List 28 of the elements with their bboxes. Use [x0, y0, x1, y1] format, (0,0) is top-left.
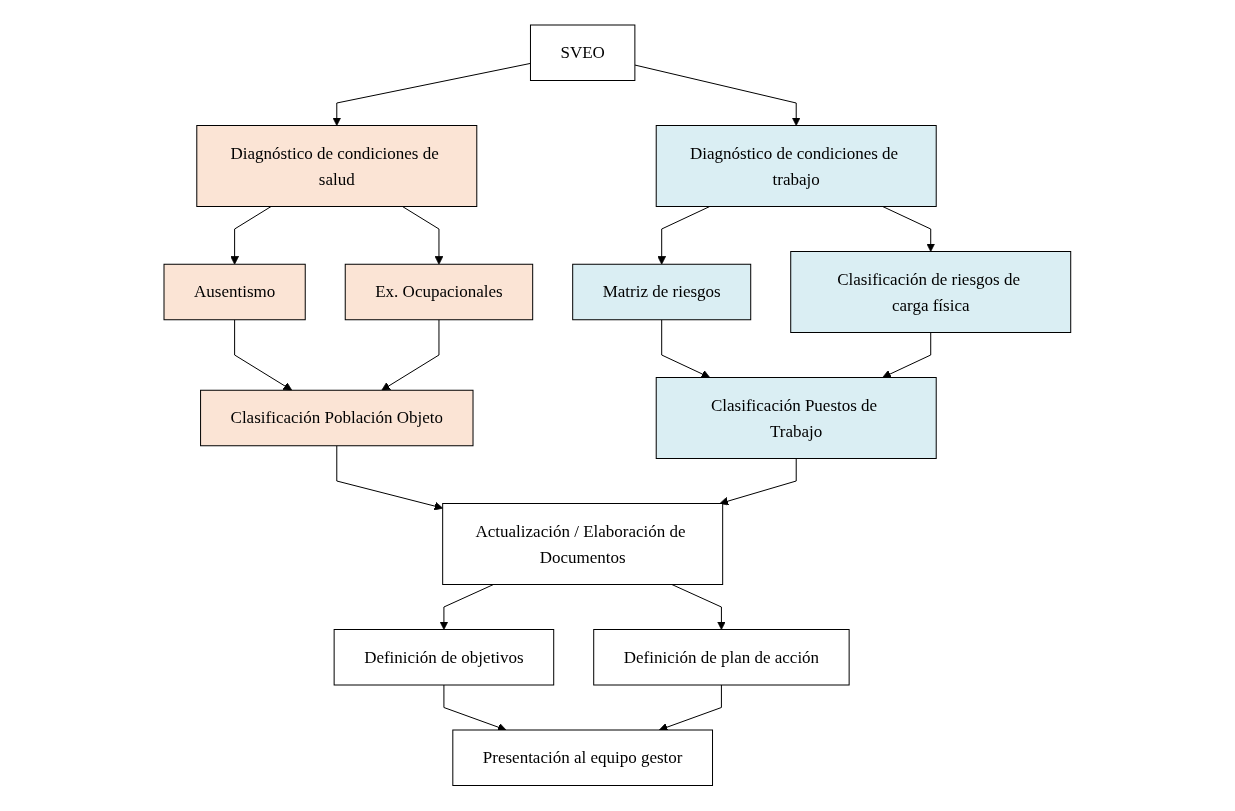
arrow	[336, 445, 444, 511]
node-box: Presentación al equipo gestor	[452, 729, 714, 787]
arrow	[234, 319, 293, 391]
node-box: Clasificación Puestos de Trabajo	[655, 377, 937, 460]
node-box: Diagnóstico de condiciones de trabajo	[655, 125, 937, 208]
node-box: Clasificación de riesgos de carga física	[790, 251, 1072, 334]
node-box: Clasificación Población Objeto	[200, 390, 474, 447]
node-box: Definición de plan de acción	[593, 629, 850, 686]
node-box: Ausentismo	[163, 264, 306, 321]
arrow	[230, 206, 272, 265]
node-box: Ex. Ocupacionales	[344, 264, 534, 321]
arrow	[657, 206, 711, 265]
node-box: Definición de objetivos	[333, 629, 555, 686]
node-box: Matriz de riesgos	[572, 264, 752, 321]
node-box: Diagnóstico de condiciones de salud	[196, 125, 478, 208]
arrow	[661, 319, 711, 379]
arrow	[659, 684, 723, 732]
node-box: SVEO	[530, 24, 636, 82]
arrow	[381, 319, 440, 391]
arrow	[634, 64, 801, 127]
arrow	[882, 332, 932, 379]
node-box: Actualización / Elaboración de Documentos	[442, 503, 724, 586]
arrow	[671, 584, 726, 631]
arrow	[443, 684, 507, 732]
arrow	[719, 458, 797, 506]
arrow	[402, 206, 444, 265]
arrow	[332, 63, 532, 127]
arrow	[882, 206, 936, 253]
